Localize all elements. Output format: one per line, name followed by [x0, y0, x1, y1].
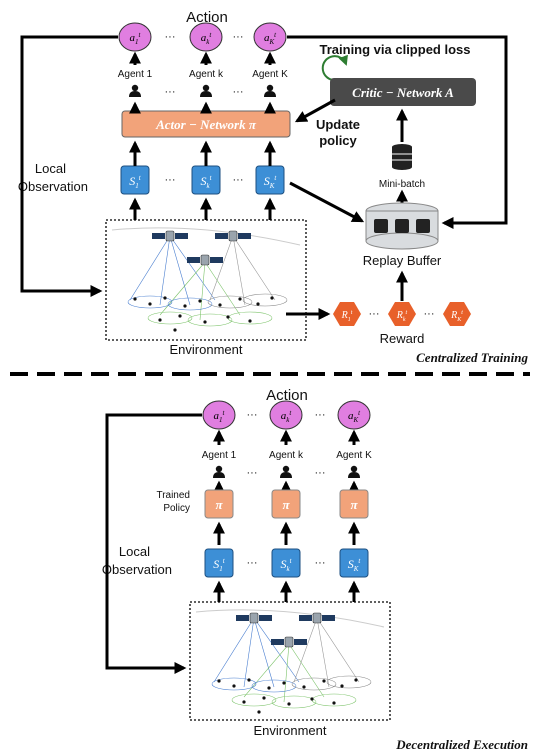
svg-text:S1t: S1t [129, 174, 142, 190]
agent-label-K: Agent K [336, 450, 372, 461]
ellipsis: ··· [247, 467, 258, 479]
action-title: Action [266, 387, 308, 404]
ellipsis: ··· [165, 31, 176, 43]
database-icon [392, 144, 412, 170]
centralized-training-section: Action a1t akt aKt ··· ··· Agent 1 Agent… [18, 9, 529, 365]
agent-label-1: Agent 1 [202, 450, 237, 461]
svg-text:SKt: SKt [348, 557, 362, 573]
ellipsis: ··· [247, 409, 258, 421]
reward-node-1: R1t [333, 302, 361, 326]
critic-network-box: Critic − Network A [330, 78, 476, 106]
replay-buffer-icon [365, 202, 439, 250]
svg-text:aKt: aKt [348, 409, 361, 424]
svg-text:π: π [282, 497, 290, 512]
state-node-1: S1t [204, 548, 234, 578]
local-observation-label-1: Local [35, 161, 66, 176]
state-node-K: SKt [339, 548, 369, 578]
ellipsis: ··· [233, 174, 244, 186]
svg-text:a1t: a1t [214, 409, 226, 424]
action-node-K: aKt [337, 400, 371, 430]
ellipsis: ··· [165, 86, 176, 98]
update-policy-label-2: policy [319, 133, 357, 148]
state-node-1: S1t [120, 165, 150, 195]
trained-policy-label-2: Policy [163, 503, 190, 514]
svg-text:a1t: a1t [130, 31, 142, 46]
ellipsis: ··· [315, 557, 326, 569]
svg-text:Skt: Skt [280, 557, 292, 573]
decentralized-execution-label: Decentralized Execution [395, 737, 528, 752]
state-node-K: SKt [255, 165, 285, 195]
actor-network-box: Actor − Network π [121, 110, 291, 138]
update-policy-label-1: Update [316, 117, 360, 132]
ellipsis: ··· [233, 86, 244, 98]
agent-label-k: Agent k [189, 69, 224, 80]
policy-box-k: π [271, 489, 301, 519]
state-node-k: Skt [271, 548, 301, 578]
ellipsis: ··· [315, 467, 326, 479]
person-icon [264, 84, 276, 97]
policy-box-1: π [204, 489, 234, 519]
action-title: Action [186, 9, 228, 26]
svg-text:π: π [350, 497, 358, 512]
svg-text:π: π [215, 497, 223, 512]
local-observation-label-1: Local [119, 544, 150, 559]
svg-text:akt: akt [201, 31, 213, 46]
person-icon [200, 84, 212, 97]
svg-text:akt: akt [281, 409, 293, 424]
svg-text:S1t: S1t [213, 557, 226, 573]
environment-label-bottom: Environment [254, 723, 327, 738]
mini-batch-label: Mini-batch [379, 179, 425, 190]
action-node-k: akt [189, 22, 223, 52]
agent-label-k: Agent k [269, 450, 304, 461]
reward-label: Reward [380, 331, 425, 346]
agent-label-1: Agent 1 [118, 69, 153, 80]
cycle-icon [321, 54, 348, 81]
replay-buffer-label: Replay Buffer [363, 253, 442, 268]
reward-node-k: Rkt [388, 302, 416, 326]
person-icon [213, 465, 225, 478]
policy-box-K: π [339, 489, 369, 519]
trained-policy-label-1: Trained [156, 490, 190, 501]
ellipsis: ··· [247, 557, 258, 569]
action-node-k: akt [269, 400, 303, 430]
environment-box-bottom [189, 601, 391, 721]
person-icon [348, 465, 360, 478]
reward-node-K: RKt [443, 302, 471, 326]
state-node-k: Skt [191, 165, 221, 195]
action-node-K: aKt [253, 22, 287, 52]
ellipsis: ··· [424, 308, 435, 320]
local-observation-label-2: Observation [18, 179, 88, 194]
svg-text:aKt: aKt [264, 31, 277, 46]
svg-text:Skt: Skt [200, 174, 212, 190]
action-node-1: a1t [118, 22, 152, 52]
action-node-1: a1t [202, 400, 236, 430]
local-observation-label-2: Observation [102, 562, 172, 577]
training-via-label: Training via clipped loss [320, 42, 471, 57]
person-icon [129, 84, 141, 97]
svg-text:Rkt: Rkt [396, 310, 408, 323]
ellipsis: ··· [233, 31, 244, 43]
agent-label-K: Agent K [252, 69, 288, 80]
ellipsis: ··· [165, 174, 176, 186]
svg-text:Critic − Network A: Critic − Network A [352, 85, 454, 100]
centralized-training-label: Centralized Training [416, 350, 528, 365]
environment-box-top [105, 219, 307, 341]
ellipsis: ··· [369, 308, 380, 320]
svg-text:Actor − Network π: Actor − Network π [155, 117, 257, 132]
person-icon [280, 465, 292, 478]
svg-text:SKt: SKt [264, 174, 278, 190]
decentralized-execution-section: Action a1t akt aKt ··· ··· Agent 1 Agent… [102, 387, 528, 752]
ellipsis: ··· [315, 409, 326, 421]
environment-label-top: Environment [170, 342, 243, 357]
